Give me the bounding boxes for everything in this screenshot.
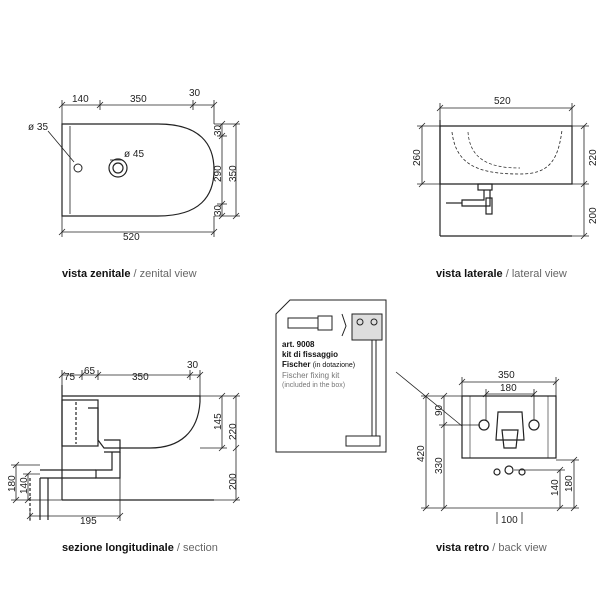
side-dim-260: 260 xyxy=(412,149,423,166)
back-dim-180-vertical: 180 xyxy=(564,475,575,492)
top-view-outline xyxy=(61,123,215,217)
top-dim-30: 30 xyxy=(189,88,201,99)
top-dim-520: 520 xyxy=(123,232,140,243)
top-dim-diameter-35: ø 35 xyxy=(28,122,48,133)
caption-side-view-sep: / xyxy=(502,268,512,280)
top-dim-350-vertical: 350 xyxy=(228,165,239,182)
caption-side-view-en: lateral view xyxy=(511,268,567,280)
kit-note: art. 9008 kit di fissaggio Fischer (in d… xyxy=(282,340,355,391)
side-dim-200: 200 xyxy=(588,207,599,224)
top-dim-290: 290 xyxy=(213,165,224,182)
caption-section-view-sep: / xyxy=(173,542,184,554)
caption-top-view-sep: / xyxy=(130,268,140,280)
side-dim-520: 520 xyxy=(494,96,511,107)
caption-section-view: sezione longitudinale / section xyxy=(62,542,218,554)
caption-top-view: vista zenitale / zenital view xyxy=(62,268,197,280)
back-dim-90: 90 xyxy=(434,404,445,416)
caption-top-view-en: zenital view xyxy=(139,268,197,280)
kit-label-it: kit di fissaggio xyxy=(282,350,339,359)
caption-back-view-en: back view xyxy=(498,542,547,554)
caption-back-view-it: vista retro xyxy=(436,542,490,554)
fischer-kit xyxy=(275,299,463,453)
section-dimensions xyxy=(11,370,240,521)
back-view-dimensions xyxy=(421,377,579,524)
kit-label-en: Fischer fixing kit xyxy=(282,371,340,380)
top-view-dimensions xyxy=(47,100,240,237)
caption-side-view: vista laterale / lateral view xyxy=(436,268,567,280)
section-wall xyxy=(61,385,214,501)
back-dim-330: 330 xyxy=(434,457,445,474)
section-dim-30: 30 xyxy=(187,360,199,371)
caption-back-view-sep: / xyxy=(489,542,499,554)
top-dim-30-lower: 30 xyxy=(213,204,224,216)
side-view-wall xyxy=(439,120,572,237)
section-dim-350: 350 xyxy=(132,372,149,383)
caption-section-view-en: section xyxy=(183,542,218,554)
back-dim-350: 350 xyxy=(498,370,515,381)
side-view: 520 260 220 200 xyxy=(412,96,599,240)
top-dim-350: 350 xyxy=(130,94,147,105)
caption-side-view-it: vista laterale xyxy=(436,268,503,280)
top-dim-140: 140 xyxy=(72,94,89,105)
kit-panel xyxy=(275,299,387,453)
kit-brand: Fischer xyxy=(282,360,311,369)
section-dim-195: 195 xyxy=(80,516,97,527)
section-dim-75: 75 xyxy=(64,372,76,383)
section-dim-220: 220 xyxy=(228,423,239,440)
section-outline xyxy=(29,395,201,520)
caption-top-view-it: vista zenitale xyxy=(62,268,131,280)
kit-included-en: (included in the box) xyxy=(282,382,346,389)
caption-back-view: vista retro / back view xyxy=(436,542,547,554)
side-dim-220: 220 xyxy=(588,149,599,166)
back-dim-140: 140 xyxy=(550,479,561,496)
top-dim-diameter-45: ø 45 xyxy=(124,149,144,160)
section-view: 75 65 350 30 145 220 200 180 140 195 xyxy=(7,360,240,527)
side-view-outline xyxy=(439,125,573,215)
section-dim-200: 200 xyxy=(228,473,239,490)
kit-leader-line xyxy=(395,371,463,427)
back-view: 350 180 90 420 330 140 180 100 xyxy=(416,370,579,526)
back-dim-100: 100 xyxy=(501,515,518,526)
back-dim-180: 180 xyxy=(500,383,517,394)
section-dim-180: 180 xyxy=(7,475,18,492)
kit-included-it: (in dotazione) xyxy=(312,362,356,369)
top-view: 140 350 30 ø 35 ø 45 520 30 290 350 30 xyxy=(28,88,240,243)
back-dim-420: 420 xyxy=(416,445,427,462)
kit-art-number: art. 9008 xyxy=(282,340,315,349)
kit-drawing xyxy=(287,313,383,447)
caption-section-view-it: sezione longitudinale xyxy=(62,542,174,554)
back-view-outline xyxy=(461,395,557,476)
section-dim-140: 140 xyxy=(19,477,30,494)
section-dim-65: 65 xyxy=(84,366,96,377)
side-view-dimensions xyxy=(417,103,589,240)
section-dim-145: 145 xyxy=(213,413,224,430)
top-dim-30-upper: 30 xyxy=(213,124,224,136)
